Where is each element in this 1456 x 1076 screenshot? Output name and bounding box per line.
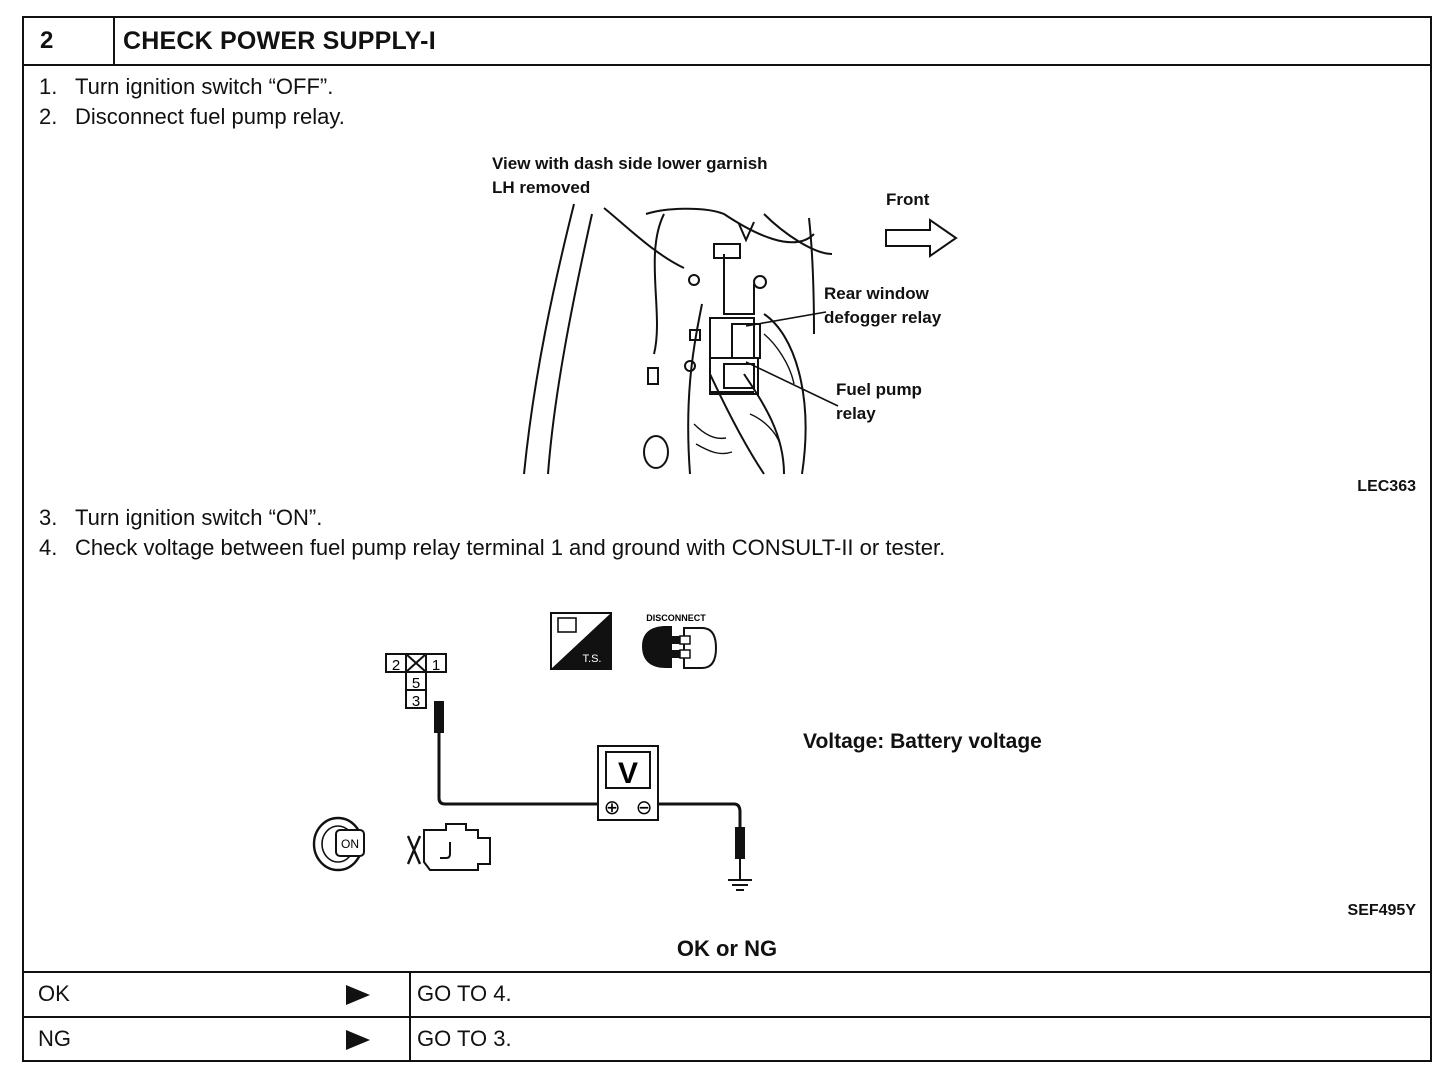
result-key-ok: OK — [38, 981, 70, 1006]
front-label: Front — [886, 190, 930, 209]
figure-id-sef495y: SEF495Y — [1347, 902, 1416, 919]
result-divider-middle — [24, 1016, 1430, 1018]
front-arrow-icon — [885, 218, 958, 258]
step-1: 1.Turn ignition switch “OFF”. — [39, 74, 334, 99]
figure-caption: View with dash side lower garnish LH rem… — [492, 154, 768, 197]
step-4: 4.Check voltage between fuel pump relay … — [39, 535, 946, 560]
tester-icon: T.S. — [550, 612, 612, 670]
step-3: 3.Turn ignition switch “ON”. — [39, 505, 323, 530]
result-action-ng: GO TO 3. — [417, 1026, 512, 1051]
meter-label: V — [618, 757, 638, 790]
voltage-spec: Voltage: Battery voltage — [803, 730, 1042, 753]
step-2: 2.Disconnect fuel pump relay. — [39, 104, 345, 129]
svg-text:T.S.: T.S. — [583, 653, 602, 665]
procedure-frame: 2 CHECK POWER SUPPLY-I 1.Turn ignition s… — [22, 16, 1432, 1062]
result-action-ok: GO TO 4. — [417, 981, 512, 1006]
terminal-5: 5 — [412, 675, 420, 692]
relay-location-drawing — [523, 203, 839, 475]
result-heading: OK or NG — [676, 936, 778, 961]
figure-id-lec363: LEC363 — [1357, 478, 1416, 495]
svg-text:ON: ON — [341, 837, 359, 851]
result-row-ok: OK GO TO 4. — [24, 973, 1430, 1015]
meter-plus: ⊕ — [604, 797, 621, 819]
arrow-right-icon — [346, 985, 370, 1005]
result-divider-top — [24, 971, 1430, 973]
voltage-check-drawing: 2 1 5 3 V ⊕ ⊖ — [385, 653, 752, 891]
engine-off-icon — [406, 823, 491, 871]
procedure-header: 2 CHECK POWER SUPPLY-I — [24, 18, 1430, 66]
ignition-key-on-icon: ON — [312, 816, 365, 872]
terminal-1: 1 — [432, 657, 440, 674]
terminal-3: 3 — [412, 693, 420, 710]
result-row-ng: NG GO TO 3. — [24, 1018, 1430, 1060]
terminal-2: 2 — [392, 657, 400, 674]
procedure-title: CHECK POWER SUPPLY-I — [123, 27, 436, 55]
result-key-ng: NG — [38, 1026, 71, 1051]
meter-minus: ⊖ — [636, 797, 653, 819]
arrow-right-icon — [346, 1030, 370, 1050]
rear-window-defogger-relay-label: Rear window defogger relay — [824, 284, 942, 327]
fuel-pump-relay-label: Fuel pump relay — [836, 380, 922, 423]
step-number: 2 — [24, 18, 115, 64]
svg-text:DISCONNECT: DISCONNECT — [646, 613, 706, 623]
disconnect-icon: DISCONNECT — [642, 613, 718, 669]
